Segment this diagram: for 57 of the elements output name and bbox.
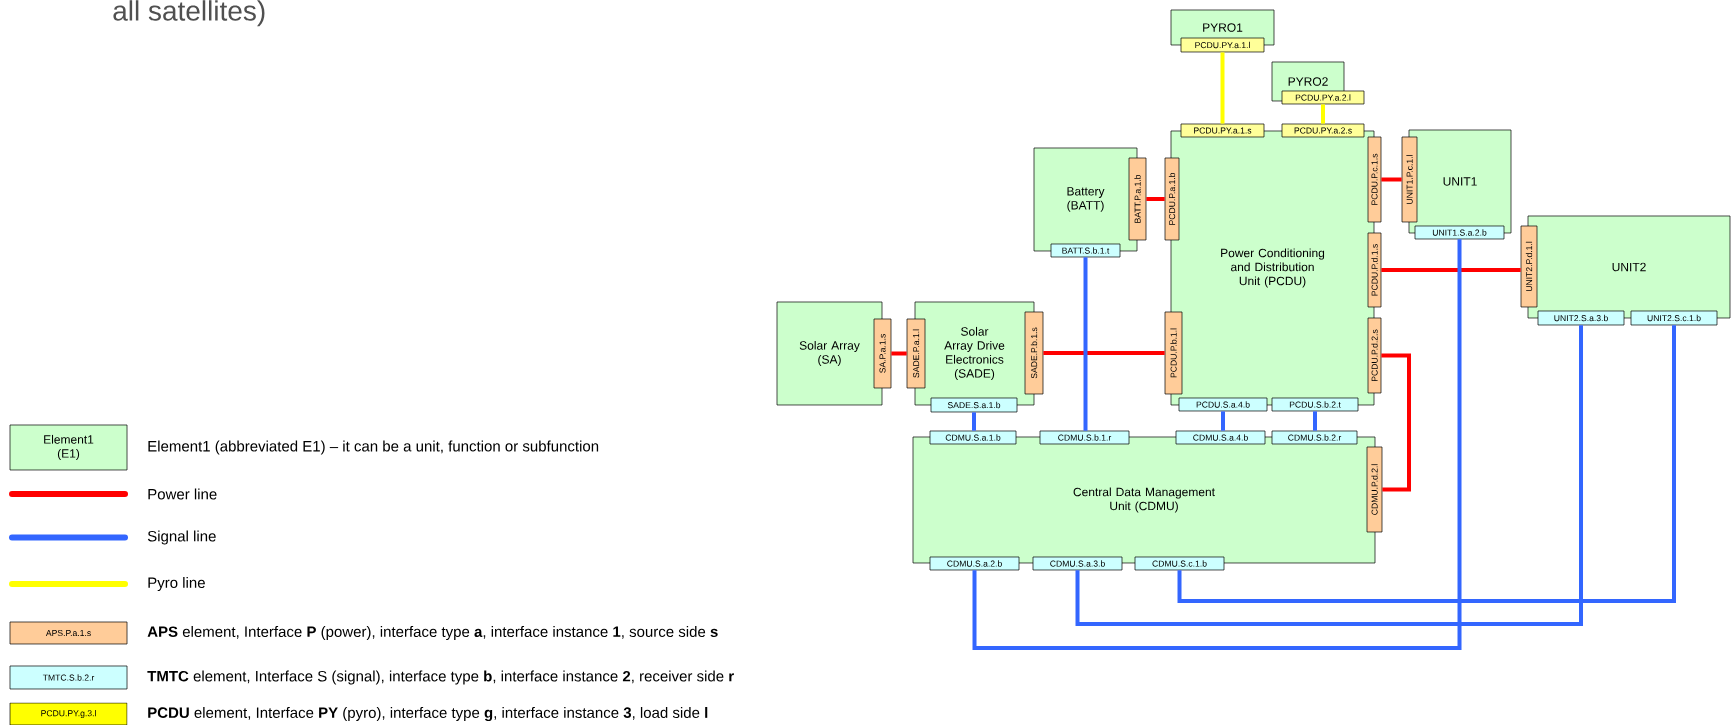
interface-port: PCDU.PY.a.2.s — [1281, 123, 1365, 138]
legend-text: Pyro line — [148, 577, 205, 591]
interface-port: PCDU.PY.a.1.l — [1180, 37, 1265, 53]
connector-line — [1321, 104, 1325, 124]
connector-line — [1220, 52, 1225, 124]
interface-port: CDMU.S.a.2.b — [929, 556, 1020, 571]
interface-port: SA.P.a.1.s — [873, 318, 892, 389]
connector-line — [1075, 325, 1583, 626]
interface-port: BATT.P.a.1.b — [1128, 157, 1147, 241]
legend-text: Power line — [148, 488, 217, 500]
connector-line — [972, 412, 976, 431]
connector-line — [1221, 411, 1225, 431]
heading: all satellites) — [113, 0, 265, 27]
interface-port: SADE.S.a.1.b — [930, 397, 1018, 413]
interface-port: UNIT1.P.c.1.l — [1401, 136, 1418, 223]
interface-port: PCDU.P.b.1.l — [1164, 311, 1183, 395]
interface-port: PCDU.P.a.1.b — [1164, 157, 1180, 241]
interface-port: SADE.P.a.1.l — [906, 318, 926, 389]
connector-line — [1313, 411, 1317, 431]
interface-port: CDMU.S.b.1.r — [1039, 430, 1130, 445]
interface-port: PCDU.PY.g.3.l — [9, 702, 128, 725]
interface-port: CDMU.S.a.3.b — [1032, 556, 1123, 571]
interface-port: PCDU.P.c.1.s — [1367, 136, 1382, 223]
interface-port: CDMU.S.a.1.b — [929, 430, 1017, 445]
interface-port: CDMU.S.a.4.b — [1175, 430, 1266, 445]
connector-line — [1146, 197, 1165, 201]
interface-port: UNIT2.S.c.1.b — [1630, 310, 1718, 326]
connector-line — [1043, 351, 1165, 355]
interface-port: UNIT1.S.a.2.b — [1414, 225, 1505, 240]
interface-port: CDMU.P.d.2.l — [1366, 446, 1383, 533]
interface-port: APS.P.a.1.s — [9, 621, 128, 645]
interface-port: PCDU.P.d.1.s — [1367, 232, 1382, 308]
connector-line — [1177, 325, 1676, 603]
interface-port: UNIT2.P.d.1.l — [1520, 225, 1538, 308]
interface-port: TMTC.S.b.2.r — [9, 665, 128, 690]
interface-port: CDMU.S.b.2.r — [1271, 430, 1358, 445]
connector-line — [1381, 353, 1411, 492]
interface-port: PCDU.S.a.4.b — [1178, 397, 1268, 412]
interface-port: PCDU.PY.a.1.s — [1180, 123, 1265, 138]
interface-port: PCDU.S.b.2.t — [1271, 397, 1359, 412]
connector-line — [1083, 257, 1088, 431]
interface-port: BATT.S.b.1.t — [1050, 243, 1121, 258]
connector-line — [891, 351, 907, 356]
legend-text: Signal line — [147, 530, 216, 545]
unit-box: Element1 (E1) — [9, 424, 128, 471]
legend-description: TMTC element, Interface S (signal), interface type b, interface instance 2, receiver side r — [147, 670, 734, 685]
connector-line — [972, 239, 1462, 650]
interface-port: UNIT2.S.a.3.b — [1537, 310, 1625, 326]
connector-line — [1381, 268, 1521, 272]
legend-description: APS element, Interface P (power), interface type a, interface instance 1, source side s — [147, 626, 718, 640]
interface-port: PCDU.PY.a.2.l — [1281, 90, 1365, 105]
connector-line — [1381, 177, 1402, 182]
interface-port: CDMU.S.c.1.b — [1134, 556, 1225, 571]
legend-description: PCDU element, Interface PY (pyro), interface type g, interface instance 3, load side l — [148, 706, 708, 721]
interface-port: SADE.P.b.1.s — [1024, 311, 1044, 395]
interface-port: PCDU.P.d.2.s — [1367, 317, 1382, 394]
legend-description: Element1 (abbreviated E1) – it can be a unit, function or subfunction — [148, 440, 599, 455]
